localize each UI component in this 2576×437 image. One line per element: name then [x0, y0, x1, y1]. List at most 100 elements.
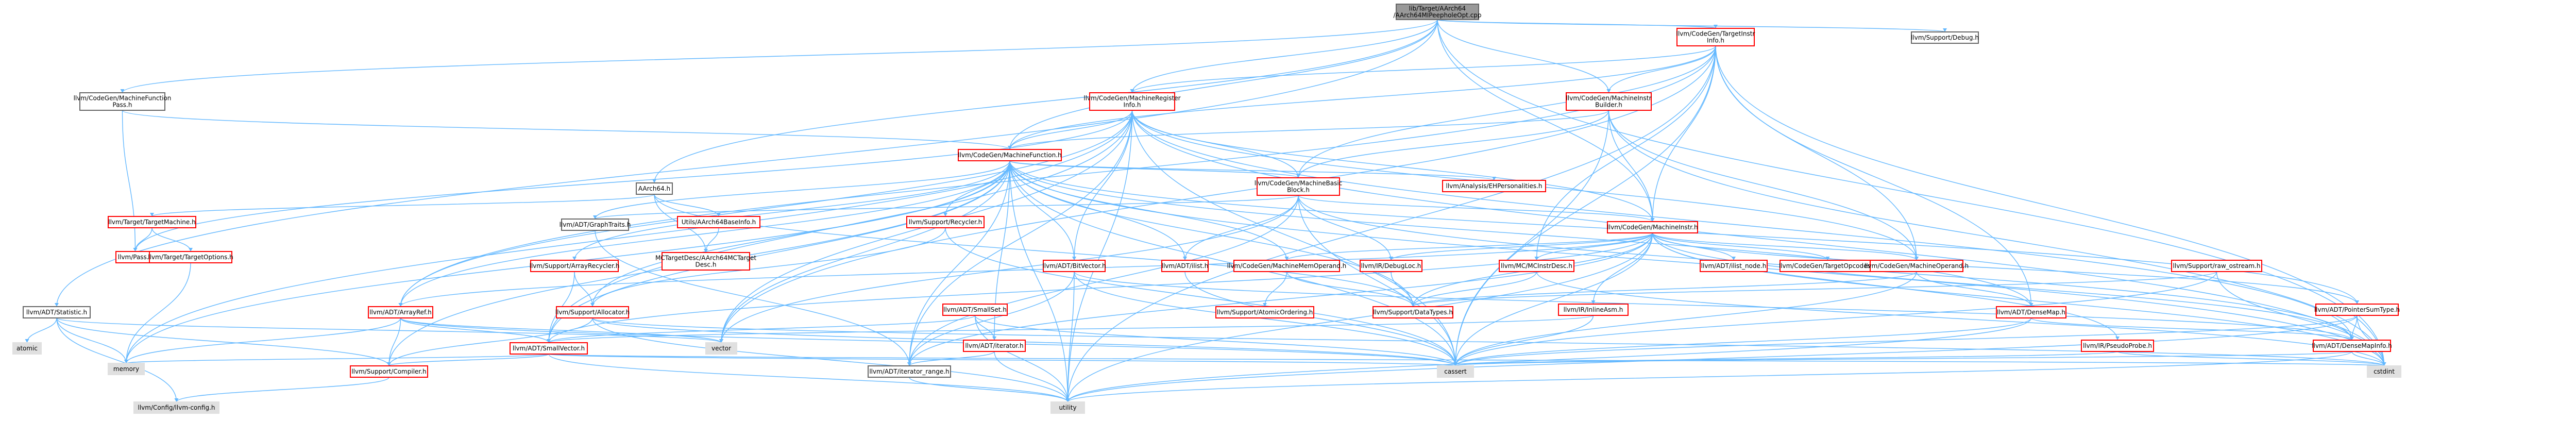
node-box [2367, 365, 2401, 378]
edge-bitvector-to-utility [1067, 271, 1075, 402]
edge-arrayref-to-smallvector [400, 317, 549, 343]
node-arrayref[interactable]: llvm/ADT/ArrayRef.h [368, 306, 433, 318]
node-iterrange[interactable]: llvm/ADT/iterator_range.h [868, 365, 951, 378]
node-pst[interactable]: llvm/ADT/PointerSumType.h [2314, 304, 2400, 316]
edge-smallvector-to-cstdint [548, 354, 2385, 366]
node-atomic_ord[interactable]: llvm/Support/AtomicOrdering.h [1215, 306, 1314, 318]
node-densemapinfo[interactable]: llvm/ADT/DenseMapInfo.h [2312, 340, 2392, 352]
node-aarch64[interactable]: AArch64.h [636, 182, 673, 195]
node-label: vector [711, 345, 731, 352]
edge-mbb-to-ilist [1184, 195, 1299, 261]
edge-pseudoprobe-to-cstdint [2117, 351, 2385, 366]
edge-mi-to-mop [1652, 232, 1917, 261]
node-box [1215, 306, 1314, 318]
node-smallvector[interactable]: llvm/ADT/SmallVector.h [510, 342, 588, 355]
node-box [1676, 28, 1755, 46]
edge-tm-to-topts [151, 227, 191, 252]
node-box [1043, 260, 1106, 272]
node-root[interactable]: lib/Target/AArch64/AArch64MIPeepholeOpt.… [1393, 4, 1482, 20]
node-compiler[interactable]: llvm/Support/Compiler.h [350, 365, 428, 378]
edge-statistic-to-memory [56, 317, 127, 364]
edge-topts-to-memory [126, 262, 191, 364]
node-statistic[interactable]: llvm/ADT/Statistic.h [23, 306, 91, 318]
node-label: Info.h [1124, 102, 1141, 109]
edge-mri-to-pass [134, 110, 1133, 252]
node-label: Utils/AArch64BaseInfo.h [682, 218, 756, 226]
node-label: llvm/CodeGen/MachineInstr [1566, 95, 1652, 102]
edge-arrowhead [717, 213, 721, 216]
node-ilist[interactable]: llvm/ADT/ilist.h [1161, 260, 1209, 272]
node-utils[interactable]: Utils/AArch64BaseInfo.h [677, 216, 760, 228]
node-dloc[interactable]: llvm/IR/DebugLoc.h [1360, 260, 1422, 272]
edge-mbb-to-dloc [1298, 195, 1392, 261]
edge-arrowhead [387, 362, 391, 366]
node-box [79, 92, 165, 111]
node-eh[interactable]: llvm/Analysis/EHPersonalities.h [1442, 180, 1546, 192]
node-box [133, 401, 219, 414]
edge-inlineasm-to-smallvector [548, 315, 1594, 343]
node-label: llvm/Support/Compiler.h [351, 368, 426, 375]
node-box [1566, 92, 1652, 111]
node-inlineasm[interactable]: llvm/IR/InlineAsm.h [1558, 304, 1629, 316]
edge-mf-to-gtraits [595, 160, 1010, 220]
node-mf[interactable]: llvm/CodeGen/MachineFunction.h [958, 149, 1062, 161]
edge-mi-to-tgtopcodes [1652, 232, 1828, 261]
node-topts[interactable]: llvm/Target/TargetOptions.h [148, 251, 233, 263]
node-mop[interactable]: llvm/CodeGen/MachineOperand.h [1865, 260, 1969, 272]
edge-tii-to-cassert [1455, 45, 1716, 366]
node-pass[interactable]: llvm/Pass.h [115, 251, 155, 263]
edge-arrowhead [1453, 362, 1458, 366]
edge-mbb-to-gtraits [595, 195, 1299, 220]
edge-mib-to-mbb [1298, 110, 1609, 178]
node-box [677, 216, 760, 228]
node-mcinstrdesc[interactable]: llvm/MC/MCInstrDesc.h [1499, 260, 1574, 272]
edge-arrowhead [1008, 146, 1012, 149]
node-label: llvm/CodeGen/MachineOperand.h [1865, 262, 1969, 270]
node-label: /AArch64MIPeepholeOpt.cpp [1393, 12, 1481, 19]
node-smallset[interactable]: llvm/ADT/SmallSet.h [942, 304, 1008, 316]
node-bitvector[interactable]: llvm/ADT/BitVector.h [1042, 260, 1106, 272]
node-mmo[interactable]: llvm/CodeGen/MachineMemOperand.h [1227, 260, 1347, 272]
node-arecycler[interactable]: llvm/Support/ArrayRecycler.h [530, 260, 620, 272]
edge-mop-to-datatypes [1412, 271, 1917, 307]
dependency-edges [25, 19, 2386, 402]
edge-arrowhead [1263, 303, 1267, 307]
node-box [1442, 180, 1546, 192]
edge-mmo-to-atomic_ord [1264, 271, 1287, 307]
node-debug[interactable]: llvm/Support/Debug.h [1911, 31, 1979, 44]
edge-arrowhead [652, 179, 656, 183]
edge-mf-to-cstdint [1009, 160, 2385, 366]
node-pseudoprobe[interactable]: llvm/IR/PseudoProbe.h [2081, 340, 2154, 352]
edge-arrowhead [398, 303, 403, 307]
edge-root-to-mi [1437, 19, 1653, 222]
node-ilistnode[interactable]: llvm/ADT/ilist_node.h [1700, 260, 1768, 272]
node-gtraits[interactable]: llvm/ADT/GraphTraits.h [560, 218, 631, 231]
node-tgtopcodes[interactable]: llvm/CodeGen/TargetOpcodes.h [1779, 260, 1876, 272]
node-vector: vector [705, 342, 737, 355]
node-densemap[interactable]: llvm/ADT/DenseMap.h [1996, 306, 2066, 318]
node-label: Pass.h [113, 102, 132, 109]
node-iterator[interactable]: llvm/ADT/iterator.h [963, 340, 1026, 352]
edge-mi-to-mcinstrdesc [1536, 232, 1653, 261]
edge-inlineasm-to-cassert [1455, 315, 1594, 366]
node-box [23, 306, 91, 318]
node-box [2081, 340, 2154, 352]
node-mi[interactable]: llvm/CodeGen/MachineInstr.h [1607, 221, 1698, 233]
edge-tii-to-mcinstrdesc [1536, 45, 1716, 261]
node-label: llvm/Pass.h [118, 254, 152, 261]
node-box [1911, 31, 1979, 44]
node-label: MCTargetDesc/AArch64MCTarget [655, 255, 756, 262]
node-label: cstdint [2374, 368, 2395, 375]
node-raw[interactable]: llvm/Support/raw_ostream.h [2171, 260, 2262, 272]
node-allocator[interactable]: llvm/Support/Allocator.h [555, 306, 630, 318]
edge-recycler-to-cassert [945, 227, 1456, 366]
node-datatypes[interactable]: llvm/Support/DataTypes.h [1372, 306, 1453, 318]
node-recycler[interactable]: llvm/Support/Recycler.h [906, 216, 985, 228]
node-tm[interactable]: llvm/Target/TargetMachine.h [108, 216, 196, 228]
